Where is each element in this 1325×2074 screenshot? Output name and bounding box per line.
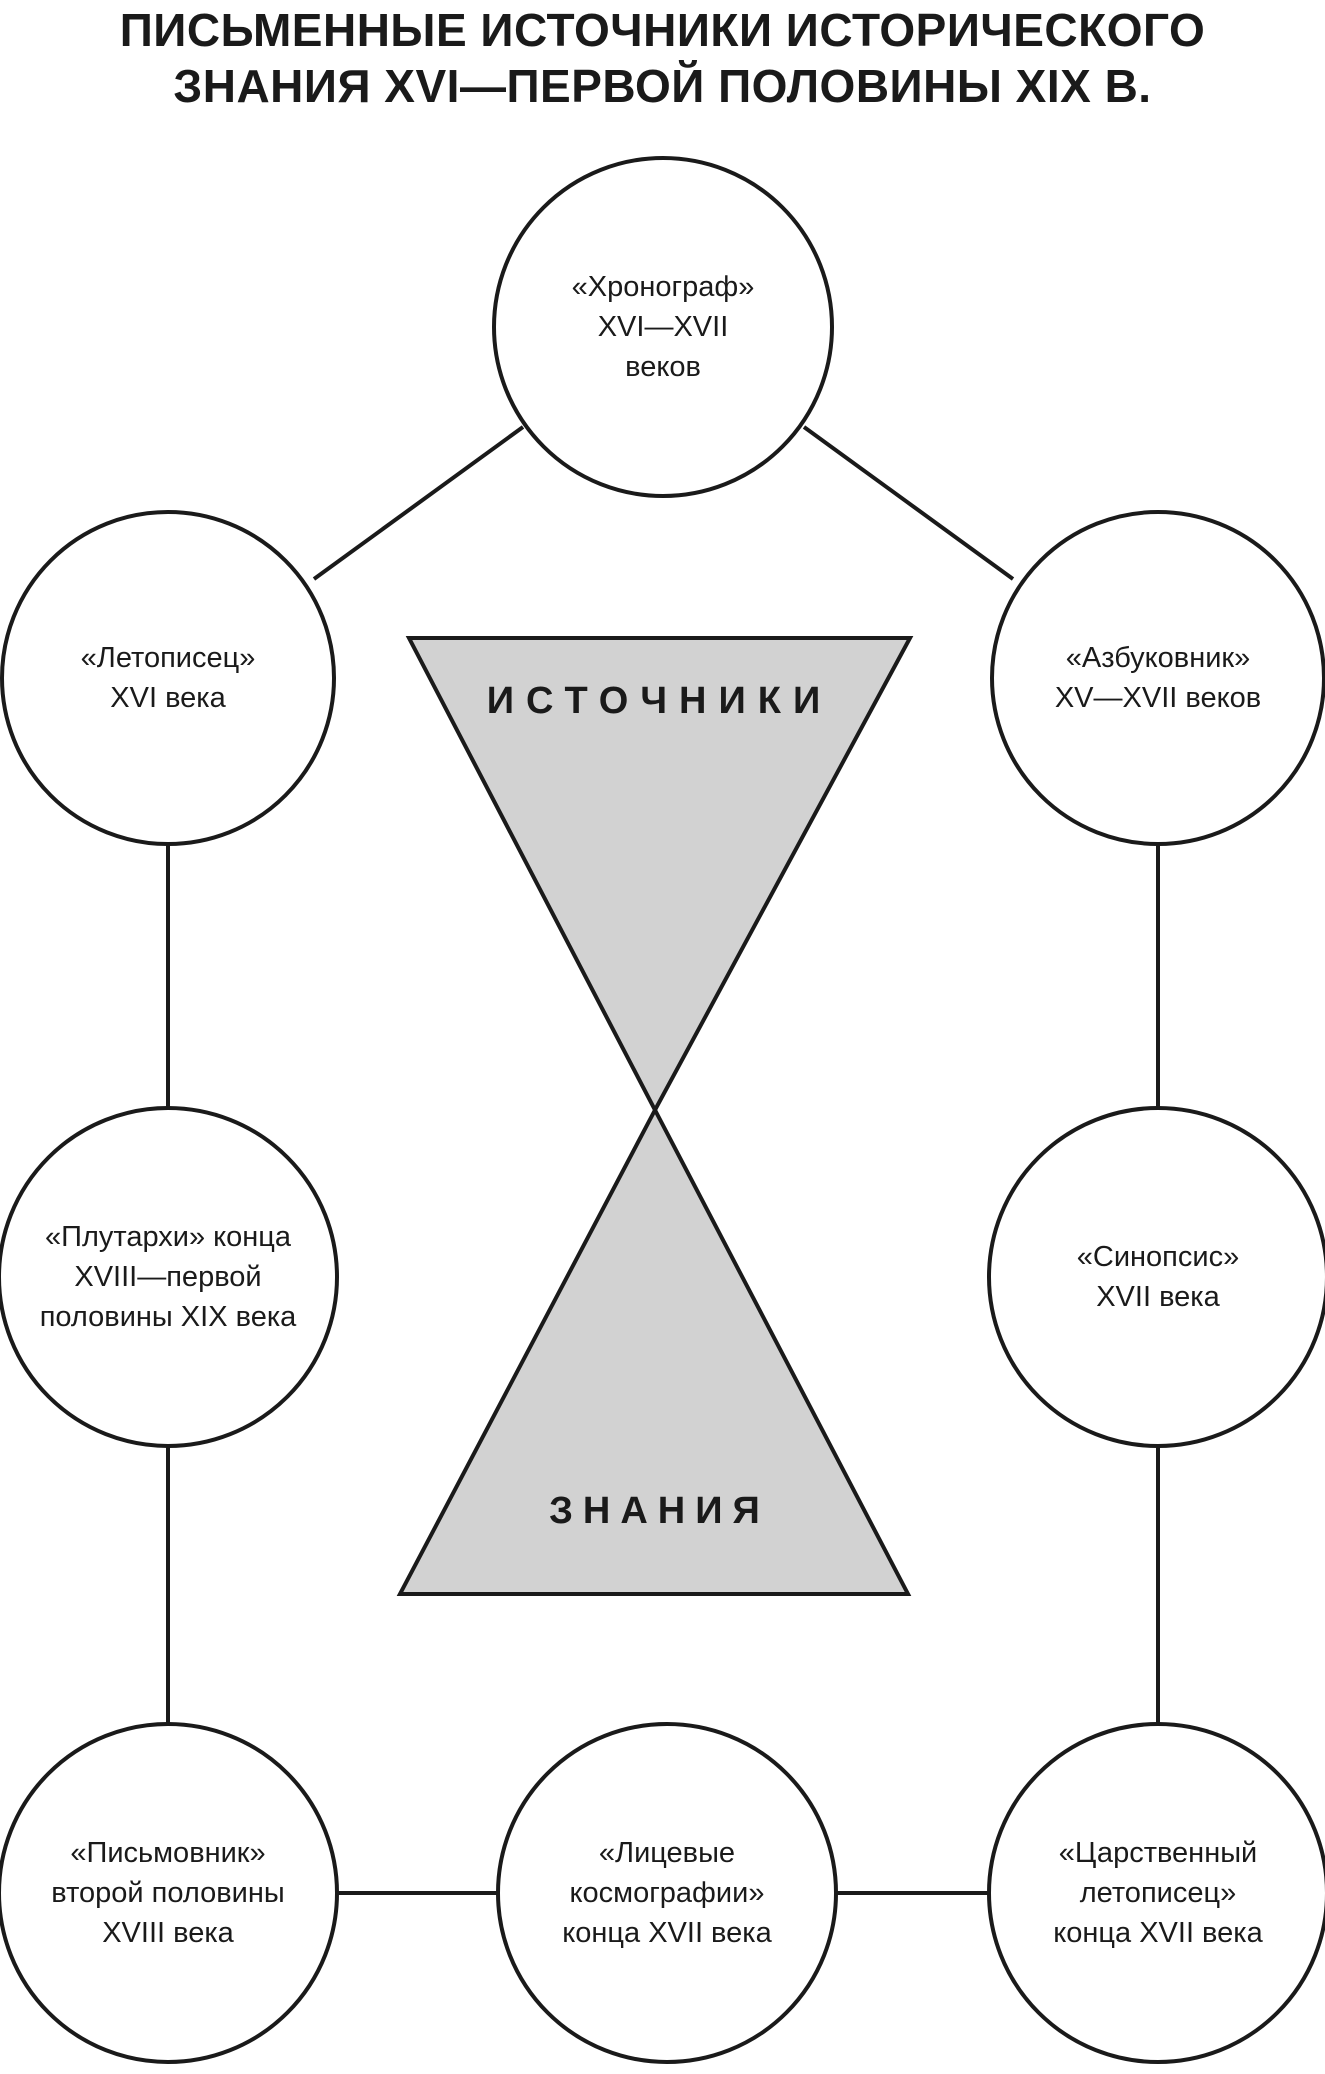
node-chronograph-line-3: веков <box>625 351 701 383</box>
title-line-1: ПИСЬМЕННЫЕ ИСТОЧНИКИ ИСТОРИЧЕСКОГО <box>119 4 1206 56</box>
node-pismovnik: «Письмовник» второй половины XVIII века <box>8 1803 328 1983</box>
node-pismovnik-line-1: «Письмовник» <box>70 1837 266 1869</box>
node-plutarchs-line-2: XVIII—первой <box>74 1261 262 1293</box>
node-tsarstvenny: «Царственный летописец» конца XVII века <box>998 1803 1318 1983</box>
node-cosmography-line-3: конца XVII века <box>562 1917 772 1949</box>
node-cosmography: «Лицевые космографии» конца XVII века <box>507 1803 827 1983</box>
circle-cosmography <box>496 1722 838 2064</box>
node-tsarstvenny-line-1: «Царственный <box>1058 1837 1258 1869</box>
circle-letopisets <box>0 510 336 846</box>
node-azbukovnik: «Азбуковник» XV—XVII веков <box>1008 618 1308 738</box>
node-synopsis-line-2: XVII века <box>1096 1281 1220 1313</box>
node-cosmography-line-2: космографии» <box>569 1877 765 1909</box>
node-pismovnik-line-2: второй половины <box>51 1877 285 1909</box>
circle-chronograph <box>492 156 834 498</box>
node-synopsis-line-1: «Синопсис» <box>1076 1241 1240 1273</box>
node-letopisets-line-1: «Летописец» <box>80 642 256 674</box>
circle-synopsis <box>987 1106 1325 1448</box>
circle-azbukovnik <box>990 510 1325 846</box>
node-chronograph-text: «Хронограф» XVI—XVII веков <box>572 267 755 387</box>
node-chronograph-line-2: XVI—XVII <box>597 311 729 343</box>
node-chronograph: «Хронограф» XVI—XVII веков <box>513 237 813 417</box>
node-tsarstvenny-line-2: летописец» <box>1079 1877 1237 1909</box>
node-azbukovnik-line-2: XV—XVII веков <box>1054 682 1262 714</box>
connector-chronograph-azbukovnik <box>802 425 1015 581</box>
node-cosmography-line-1: «Лицевые <box>598 1837 736 1869</box>
circle-plutarchs <box>0 1106 339 1448</box>
node-plutarchs-text: «Плутархи» конца XVIII—первой половины X… <box>40 1217 297 1337</box>
node-plutarchs-line-1: «Плутархи» конца <box>44 1221 292 1253</box>
hourglass-top-word: ИСТОЧНИКИ <box>486 680 833 722</box>
node-letopisets: «Летописец» XVI века <box>18 618 318 738</box>
node-tsarstvenny-line-3: конца XVII века <box>1053 1917 1263 1949</box>
node-pismovnik-text: «Письмовник» второй половины XVIII века <box>51 1833 284 1953</box>
node-synopsis-text: «Синопсис» XVII века <box>1077 1237 1239 1317</box>
node-plutarchs-line-3: половины XIX века <box>39 1301 297 1333</box>
hourglass-top-triangle <box>405 636 914 1115</box>
connector-chronograph-letopisets <box>312 425 525 581</box>
node-synopsis: «Синопсис» XVII века <box>1008 1217 1308 1337</box>
node-azbukovnik-text: «Азбуковник» XV—XVII веков <box>1055 638 1261 718</box>
node-cosmography-text: «Лицевые космографии» конца XVII века <box>562 1833 771 1953</box>
circle-tsarstvenny <box>987 1722 1325 2064</box>
diagram-title: ПИСЬМЕННЫЕ ИСТОЧНИКИ ИСТОРИЧЕСКОГО ЗНАНИ… <box>0 2 1325 114</box>
node-tsarstvenny-text: «Царственный летописец» конца XVII века <box>1053 1833 1262 1953</box>
node-letopisets-text: «Летописец» XVI века <box>81 638 256 718</box>
node-chronograph-line-1: «Хронограф» <box>571 271 755 303</box>
hourglass-bottom-triangle <box>396 1105 912 1596</box>
node-letopisets-line-2: XVI века <box>110 682 226 714</box>
title-line-2: ЗНАНИЯ XVI—ПЕРВОЙ ПОЛОВИНЫ XIX В. <box>173 60 1152 112</box>
node-pismovnik-line-3: XVIII века <box>102 1917 234 1949</box>
circle-pismovnik <box>0 1722 339 2064</box>
hourglass-bottom-word: ЗНАНИЯ <box>549 1490 770 1532</box>
node-plutarchs: «Плутархи» конца XVIII—первой половины X… <box>8 1187 328 1367</box>
node-azbukovnik-line-1: «Азбуковник» <box>1065 642 1251 674</box>
